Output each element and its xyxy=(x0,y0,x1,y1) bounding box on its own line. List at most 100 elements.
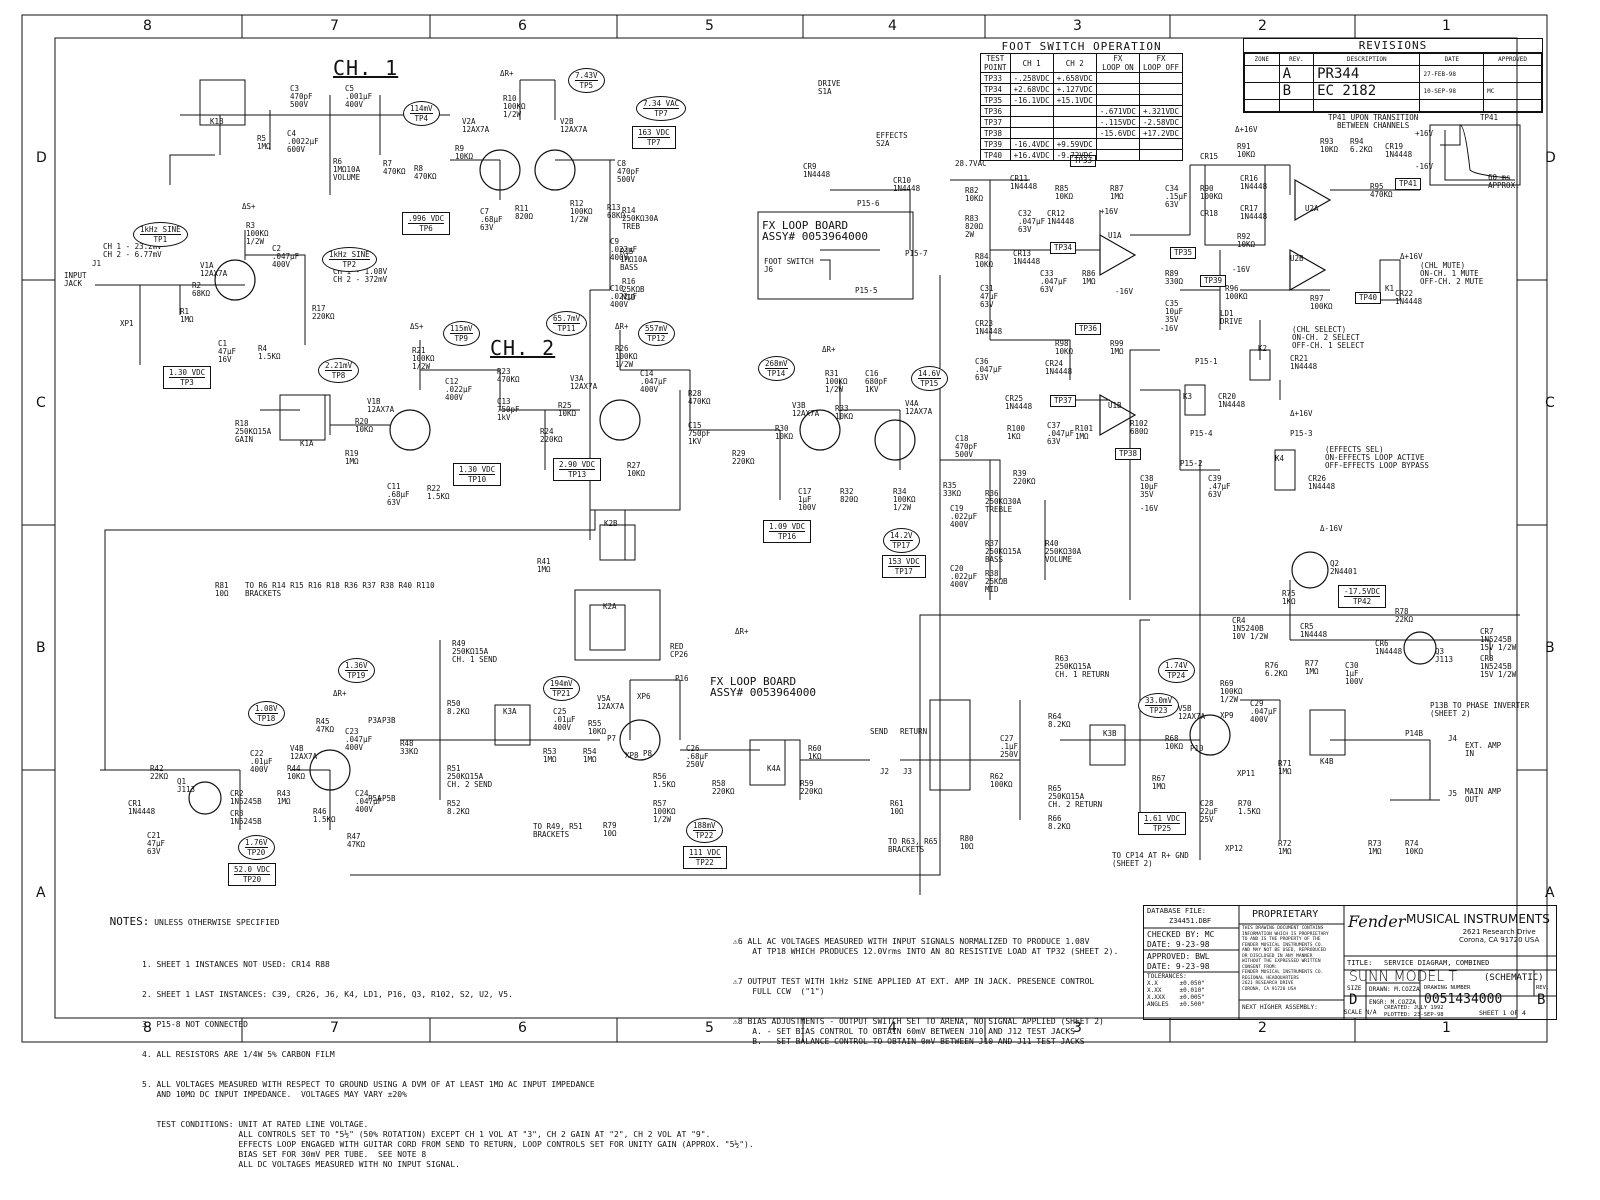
component-label: R20 10KΩ xyxy=(355,417,374,434)
component-label: R8 470KΩ xyxy=(414,164,437,181)
component-label: R18 250KΩ15A GAIN xyxy=(235,419,272,444)
flag-note-7: ⚠7 OUTPUT TEST WITH 1kHz SINE APPLIED AT… xyxy=(733,977,1095,996)
zone-column-1-bottom: 1 xyxy=(1442,1020,1451,1036)
component-label: Δ-16V xyxy=(1320,524,1343,533)
rev-value: B xyxy=(1537,992,1546,1008)
component-label: -16V xyxy=(1232,265,1251,274)
component-label: P3A xyxy=(368,716,382,725)
component-label: ΔR+ xyxy=(500,69,514,78)
component-label: R30 10KΩ xyxy=(775,424,794,441)
component-label: R34 100KΩ 1/2W xyxy=(893,487,916,512)
table-cell: +.127VDC xyxy=(1052,83,1097,95)
table-cell xyxy=(1244,65,1280,83)
component-label: C29 .047µF 400V xyxy=(1250,699,1278,724)
component-label: XP11 xyxy=(1237,769,1256,778)
component-label: R70 1.5KΩ xyxy=(1238,799,1261,816)
component-label: CR13 1N4448 xyxy=(1013,249,1041,266)
component-label: CR15 xyxy=(1200,152,1219,161)
table-cell: +16.4VDC xyxy=(1009,149,1054,161)
component-label: R84 10KΩ xyxy=(975,252,994,269)
component-label: J4 xyxy=(1448,734,1458,743)
component-label: Q1 J113 xyxy=(177,777,196,794)
proprietary-text: THIS DRAWING DOCUMENT CONTAINS INFORMATI… xyxy=(1242,926,1329,992)
table-cell: 10-SEP-98 xyxy=(1419,82,1485,100)
component-label: R32 820Ω xyxy=(840,487,859,504)
component-label: C7 .68µF 63V xyxy=(480,207,503,232)
table-cell: 27-FEB-98 xyxy=(1419,65,1485,83)
component-label: C18 470pF 500V xyxy=(955,434,978,459)
component-label: R38 25KΩB MID xyxy=(985,569,1008,594)
title-block: DATABASE FILE: Z34451.DBF CHECKED BY: MC… xyxy=(1143,905,1557,1020)
test-point-id: TP21 xyxy=(552,689,571,698)
component-label: -16V xyxy=(1115,287,1134,296)
component-label: C22 .01µF 400V xyxy=(250,749,273,774)
note-item: 4. ALL RESISTORS ARE 1/4W 5% CARBON FILM xyxy=(142,1050,335,1059)
table-cell xyxy=(1483,65,1542,83)
zone-row-c-right: C xyxy=(1545,395,1555,411)
component-label: ΔR+ xyxy=(333,689,347,698)
component-label: C20 .022µF 400V xyxy=(950,564,978,589)
test-point-tag: TP41 xyxy=(1395,178,1422,190)
component-label: R46 1.5KΩ xyxy=(313,807,336,824)
zone-column-8: 8 xyxy=(143,18,152,34)
component-label: C14 .047µF 400V xyxy=(640,369,668,394)
component-label: R83 820Ω 2W xyxy=(965,214,984,239)
test-point-tag: TP39 xyxy=(1200,275,1227,287)
component-label: P16 xyxy=(675,674,689,683)
table-cell: TP38 xyxy=(980,127,1011,139)
component-label: R39 220KΩ xyxy=(1013,469,1036,486)
component-label: XP9 xyxy=(1220,711,1234,720)
component-label: CR17 1N4448 xyxy=(1240,204,1268,221)
component-label: P15-3 xyxy=(1290,429,1313,438)
component-label: ΔS+ xyxy=(242,202,256,211)
component-label: R60 1KΩ xyxy=(808,744,822,761)
approved-by: APPROVED: BWL xyxy=(1147,952,1210,961)
checked-by: CHECKED BY: MC xyxy=(1147,930,1215,939)
component-label: V5A 12AX7A xyxy=(597,694,625,711)
component-label: CR2 1N5245B xyxy=(230,789,262,806)
brackets-note-r63: TO R63, R65 BRACKETS xyxy=(888,837,938,854)
component-label: R42 22KΩ xyxy=(150,764,169,781)
channel-1-heading: CH. 1 xyxy=(333,56,399,80)
component-label: CR25 1N4448 xyxy=(1005,394,1033,411)
component-label: R6 1MΩ10A VOLUME xyxy=(333,157,361,182)
fender-logo: Fender xyxy=(1348,912,1406,931)
table-cell: PR344 xyxy=(1313,65,1421,83)
test-point-id: TP8 xyxy=(331,371,346,380)
test-point-value: 1.74V xyxy=(1165,661,1188,671)
component-label: C4 .0022µF 600V xyxy=(287,129,319,154)
component-label: C8 470pF 500V xyxy=(617,159,640,184)
fx-loop-board-label-bottom: FX LOOP BOARD ASSY# 0053964000 xyxy=(710,675,816,699)
table-cell: +15.1VDC xyxy=(1052,94,1097,106)
tolerances: TOLERANCES: X.X ±0.050" X.XX ±0.010" X.X… xyxy=(1147,973,1205,1008)
component-label: R81 10Ω xyxy=(215,581,229,598)
test-point-value: 1kHz SINE xyxy=(329,250,370,260)
drawn-by: DRAWN: M.COZZA xyxy=(1369,986,1420,993)
test-point-value: 188mV xyxy=(693,821,716,831)
zone-row-d: D xyxy=(36,150,47,166)
title-label: TITLE: xyxy=(1347,959,1373,967)
zone-row-a: A xyxy=(36,885,46,901)
zone-row-b: B xyxy=(36,640,46,656)
test-point-id: TP14 xyxy=(767,369,786,378)
test-point-value: 65.7mV xyxy=(553,314,581,324)
component-label: C1 47µF 16V xyxy=(218,339,237,364)
component-label: +16V xyxy=(1100,207,1119,216)
component-label: R87 1MΩ xyxy=(1110,184,1124,201)
component-label: P8 xyxy=(643,749,653,758)
table-cell xyxy=(1138,138,1184,150)
component-label: CR19 1N4448 xyxy=(1385,142,1413,159)
component-label: R74 10KΩ xyxy=(1405,839,1424,856)
component-label: R43 1MΩ xyxy=(277,789,291,806)
component-label: R99 1MΩ xyxy=(1110,339,1124,356)
table-cell: -.115VDC xyxy=(1095,116,1140,128)
component-label: R78 22KΩ xyxy=(1395,607,1414,624)
size-value: D xyxy=(1349,992,1358,1008)
